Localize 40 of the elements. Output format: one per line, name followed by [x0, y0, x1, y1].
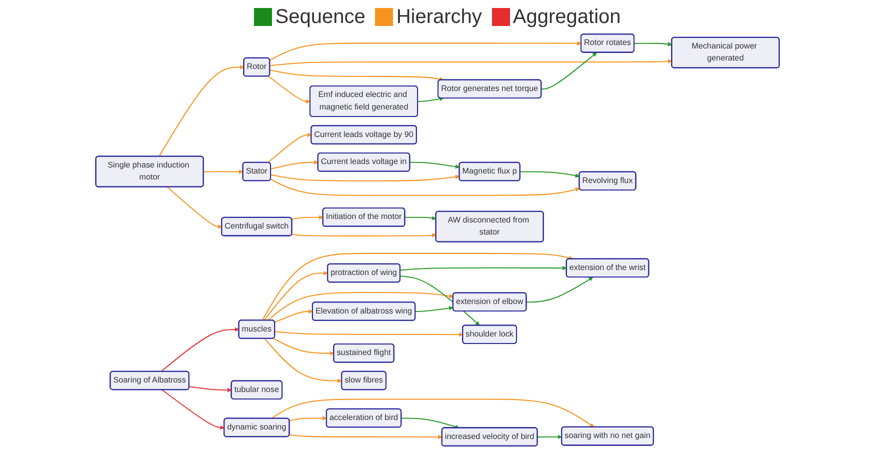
arrow: [189, 386, 232, 392]
arrow: [270, 70, 444, 82]
arrow: [401, 418, 460, 429]
arrow: [292, 215, 324, 220]
arrow: [526, 277, 594, 303]
arrow: [158, 65, 244, 157]
arrow: [634, 42, 672, 46]
arrow: [264, 338, 342, 383]
arrow: [270, 174, 460, 182]
arrow: [541, 52, 597, 90]
arrow: [264, 270, 328, 321]
arrow: [520, 171, 580, 178]
arrow: [274, 309, 313, 323]
arrow: [162, 389, 225, 430]
arrow: [270, 160, 318, 170]
arrow: [292, 233, 436, 238]
legend-label: Hierarchy: [396, 6, 482, 28]
arrow: [538, 434, 562, 440]
legend-label: Sequence: [275, 6, 366, 28]
arrow: [270, 178, 580, 196]
arrow: [204, 170, 244, 174]
arrow: [268, 76, 310, 104]
arrow: [268, 132, 312, 164]
arrow: [289, 434, 442, 440]
arrow: [270, 59, 672, 66]
arrow: [400, 266, 567, 271]
arrow: [268, 292, 454, 321]
arrow: [160, 327, 240, 372]
arrow: [166, 186, 222, 229]
arrow: [270, 41, 582, 61]
legend-label: Aggregation: [512, 6, 621, 28]
arrow: [262, 252, 574, 321]
arrow: [404, 216, 436, 220]
arrow: [270, 398, 594, 428]
arrow: [273, 338, 334, 356]
arrow: [418, 96, 444, 102]
arrow: [415, 306, 454, 312]
arrow: [289, 416, 327, 422]
arrow: [410, 162, 460, 169]
arrow: [274, 331, 464, 337]
